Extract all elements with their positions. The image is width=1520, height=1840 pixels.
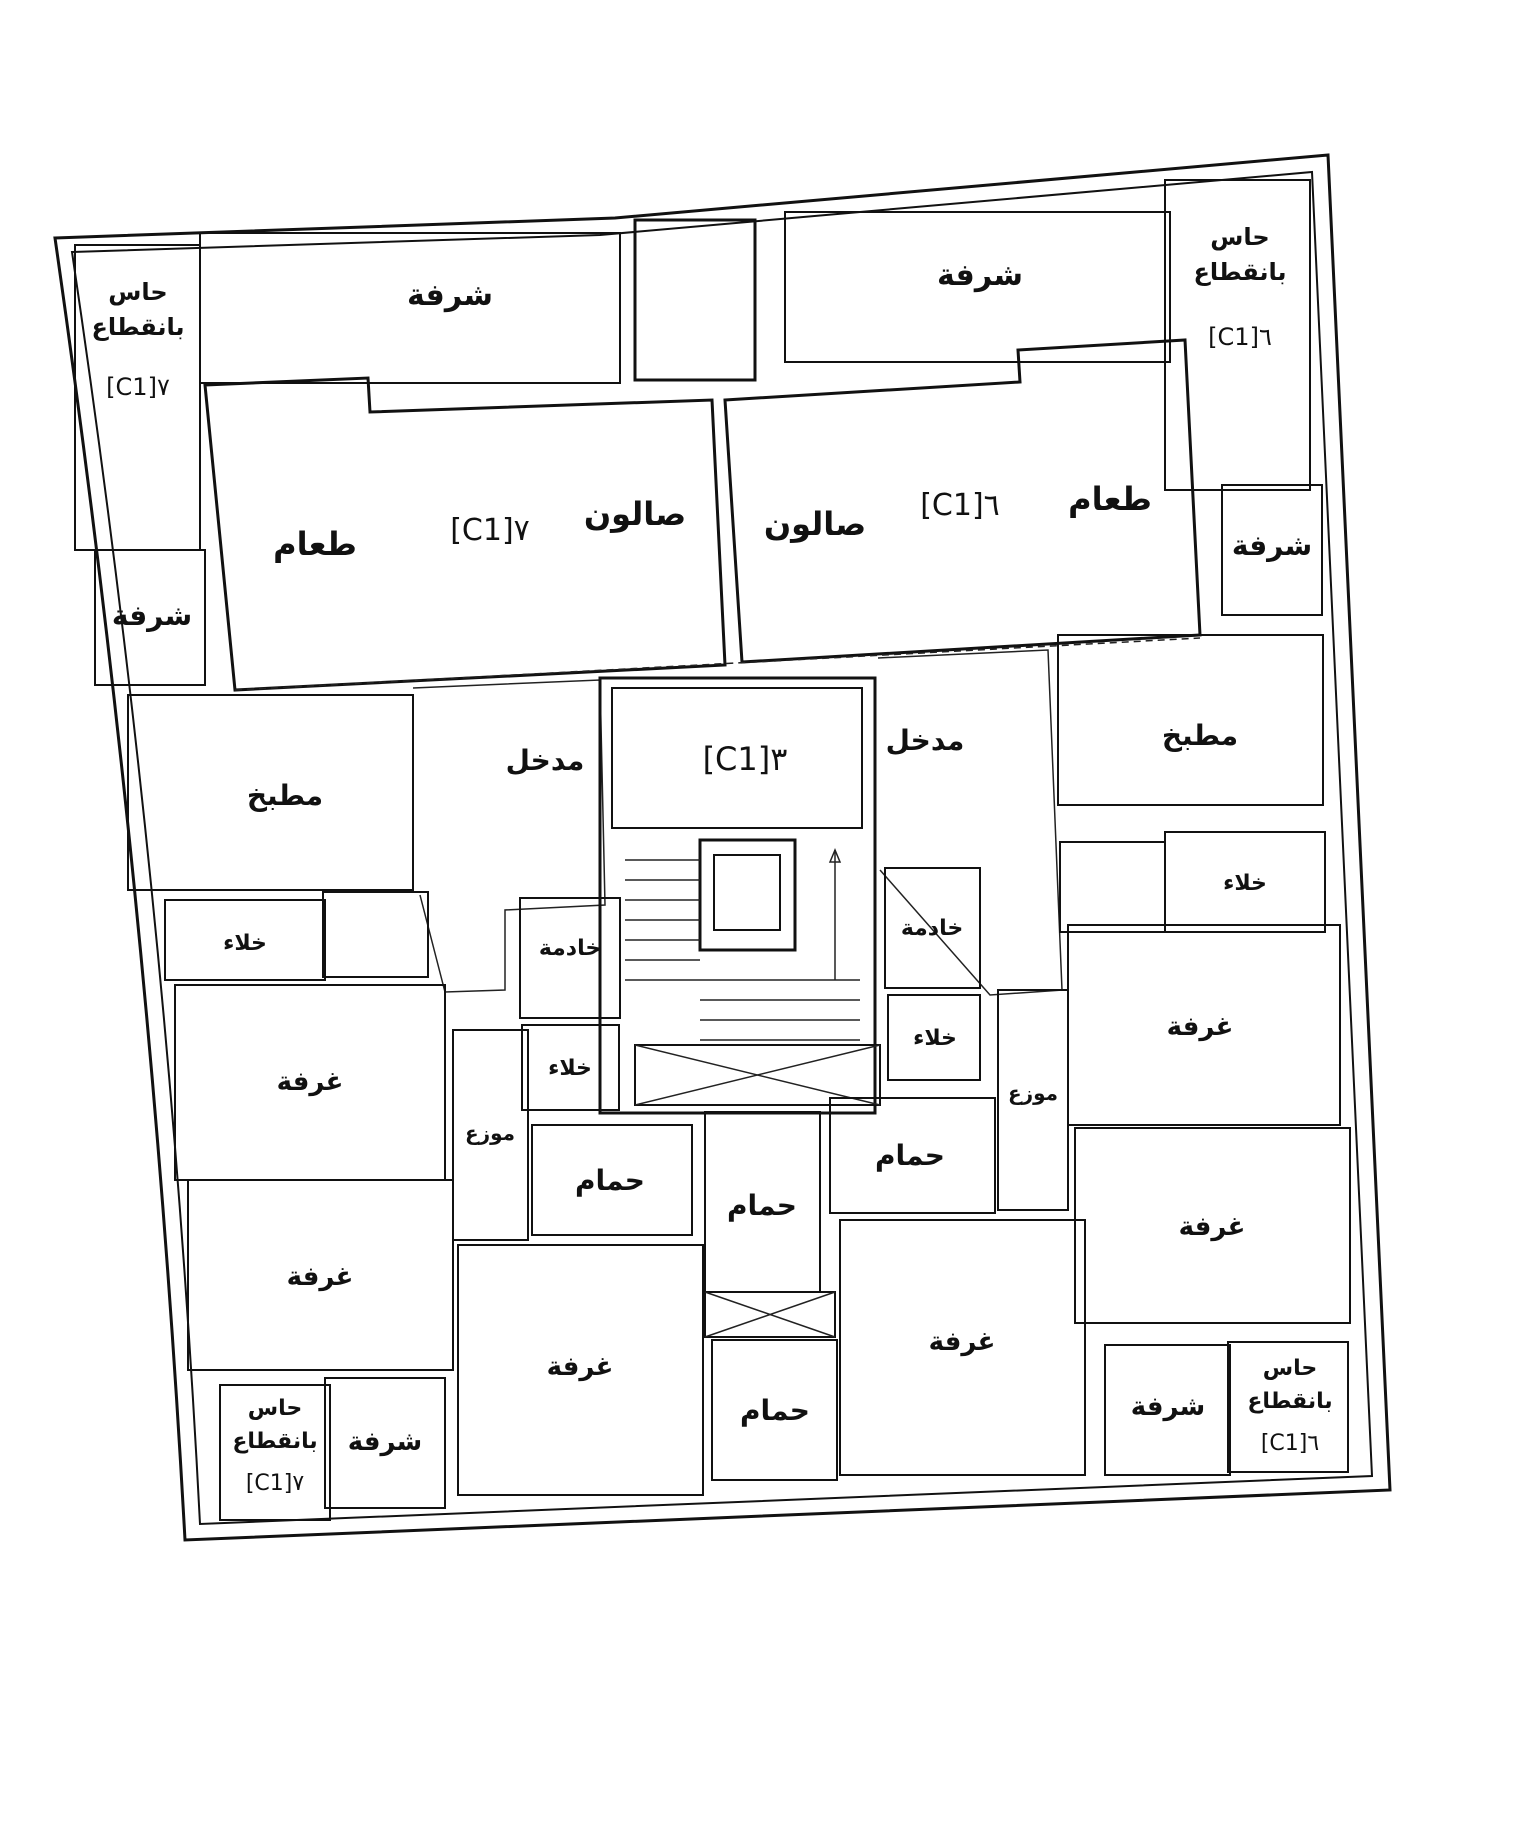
shaft-top-right	[1164, 179, 1311, 491]
label-storage-left: موزع	[465, 1121, 515, 1145]
outer-wall	[53, 153, 1392, 1542]
label-room-left-1: غرفة	[277, 1067, 344, 1097]
balcony-bottom-left	[324, 1377, 446, 1509]
label-room-right-1: غرفة	[1167, 1012, 1234, 1042]
kitchen-left	[127, 694, 414, 891]
code-unit-left: [C1]٧	[450, 513, 530, 548]
room-right-3	[839, 1219, 1086, 1476]
kitchen-right	[1057, 634, 1324, 806]
label-shaft-br-1: حاس	[1263, 1356, 1317, 1381]
shaft-top-center	[633, 218, 757, 382]
code-unit-right: [C1]٦	[920, 488, 1000, 523]
label-balcony-top-right: شرفة	[937, 258, 1023, 293]
label-bath-right-a: حمام	[875, 1139, 945, 1172]
duct-left	[322, 891, 429, 978]
label-kitchen-left: مطبخ	[247, 779, 323, 812]
label-balcony-top-left: شرفة	[407, 278, 493, 313]
duct-right	[1059, 841, 1166, 933]
bath-center-bottom	[711, 1339, 838, 1481]
room-right-2	[1074, 1127, 1351, 1324]
label-balcony-side-right: شرفة	[1232, 529, 1312, 562]
label-balcony-bottom-right: شرفة	[1131, 1392, 1206, 1422]
toilet-right-inner	[887, 994, 981, 1081]
maid-left	[519, 897, 621, 1019]
label-shaft-tr-2: بانقطاع	[1193, 258, 1286, 286]
label-bath-center-bottom: حمام	[740, 1394, 810, 1427]
balcony-side-right	[1221, 484, 1323, 616]
label-maid-right: خادمة	[901, 916, 963, 941]
label-dining-left: طعام	[273, 525, 357, 563]
elevator	[698, 838, 797, 952]
core-lobby	[611, 687, 863, 829]
dashed-divider	[234, 637, 1201, 691]
label-salon-left: صالون	[584, 495, 686, 533]
inner-outer-wall	[70, 170, 1374, 1526]
toilet-left-inner	[521, 1024, 620, 1111]
label-room-right-3: غرفة	[929, 1327, 996, 1357]
label-bath-left-a: حمام	[575, 1164, 645, 1197]
label-shaft-tr-1: حاس	[1210, 223, 1269, 251]
storage-left	[452, 1029, 529, 1241]
label-balcony-side-left: شرفة	[112, 599, 192, 632]
label-bath-center-top: حمام	[727, 1189, 797, 1222]
code-shaft-tl: [C1]٧	[106, 373, 170, 401]
label-room-right-2: غرفة	[1179, 1212, 1246, 1242]
shaft-bottom-left	[219, 1384, 331, 1521]
label-salon-right: صالون	[764, 505, 866, 543]
balcony-side-left	[94, 549, 206, 686]
label-room-left-2: غرفة	[287, 1262, 354, 1292]
label-toilet-right-inner: خلاء	[913, 1026, 957, 1051]
label-balcony-bottom-left: شرفة	[348, 1427, 423, 1457]
label-room-left-3: غرفة	[547, 1352, 614, 1382]
code-shaft-bl: [C1]٧	[246, 1471, 305, 1496]
label-shaft-bl-1: حاس	[248, 1396, 302, 1421]
room-left-2	[187, 1179, 454, 1371]
elevator-car	[713, 854, 781, 931]
label-shaft-bl-2: بانقطاع	[232, 1429, 317, 1454]
core-void	[634, 1044, 881, 1106]
bath-right-a	[829, 1097, 996, 1214]
stairs	[625, 848, 860, 1041]
toilet-left-outer	[164, 899, 326, 981]
label-storage-right: موزع	[1008, 1081, 1058, 1105]
code-shaft-tr: [C1]٦	[1208, 323, 1272, 351]
code-core: [C1]٣	[703, 740, 788, 778]
room-left-3	[457, 1244, 704, 1496]
room-right-1	[1067, 924, 1341, 1126]
label-kitchen-right: مطبخ	[1162, 719, 1238, 752]
void-center	[704, 1291, 836, 1338]
label-maid-left: خادمة	[539, 936, 601, 961]
entrance-right	[877, 649, 1063, 996]
toilet-right-outer	[1164, 831, 1326, 933]
balcony-top-right	[784, 211, 1171, 363]
label-shaft-tl-1: حاس	[108, 278, 167, 306]
bath-left-a	[531, 1124, 693, 1236]
label-entrance-right: مدخل	[886, 724, 965, 757]
label-shaft-tl-2: بانقطاع	[91, 313, 184, 341]
label-toilet-left-inner: خلاء	[548, 1056, 592, 1081]
label-toilet-right-outer: خلاء	[1223, 871, 1267, 896]
label-dining-right: طعام	[1068, 480, 1152, 518]
code-shaft-br: [C1]٦	[1261, 1431, 1319, 1456]
maid-right	[884, 867, 981, 989]
label-toilet-left-outer: خلاء	[223, 931, 267, 956]
shaft-bottom-right	[1227, 1341, 1349, 1473]
balcony-bottom-right	[1104, 1344, 1231, 1476]
label-entrance-left: مدخل	[506, 744, 585, 777]
labels: شرفة شرفة حاس بانقطاع [C1]٧ حاس بانقطاع …	[91, 223, 1332, 1496]
label-shaft-br-2: بانقطاع	[1247, 1389, 1332, 1414]
